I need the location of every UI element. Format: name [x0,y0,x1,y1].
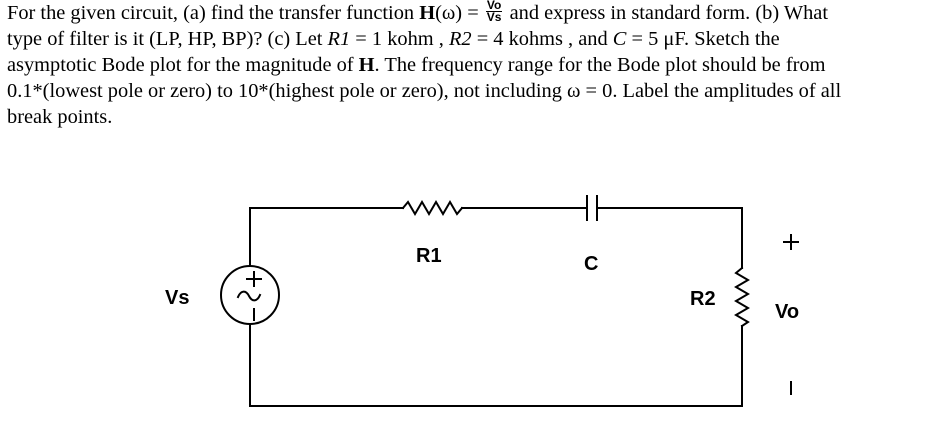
problem-text: . The frequency range for the Bode plot … [374,54,826,76]
ac-wave-icon [236,290,262,302]
r2-label: R2 [690,288,716,310]
problem-line-3: asymptotic Bode plot for the magnitude o… [7,52,932,78]
problem-text: and express in standard form. (b) What [504,2,828,24]
transfer-function-symbol: H [419,2,436,24]
problem-text: asymptotic Bode plot for the magnitude o… [7,54,359,76]
problem-text: (ω) = [435,2,484,24]
fraction-numerator: Vo [485,0,503,12]
vo-label: Vo [775,301,799,323]
c-label: C [584,253,598,275]
problem-line-5: break points. [7,106,113,128]
problem-text: For the given circuit, (a) find the tran… [7,2,420,24]
vs-label: Vs [165,287,189,309]
r1-resistor-symbol [401,200,464,216]
fraction-denominator: Vs [486,9,502,24]
r2-resistor-symbol [734,266,750,328]
r2-symbol: R2 [448,28,472,50]
problem-line-4: 0.1*(lowest pole or zero) to 10*(highest… [7,80,842,102]
c-symbol: C [612,28,627,50]
problem-line-2: type of filter is it (LP, HP, BP)? (c) L… [7,26,932,52]
transfer-function-symbol: H [358,54,375,76]
problem-text: = 5 μF. Sketch the [626,28,780,50]
problem-line-1: For the given circuit, (a) find the tran… [7,0,932,26]
voltage-source-symbol [220,265,280,325]
problem-statement: For the given circuit, (a) find the tran… [7,0,932,130]
r1-symbol: R1 [327,28,351,50]
problem-text: = 4 kohms , and [471,28,613,50]
r1-label: R1 [416,245,442,267]
problem-text: = 1 kohm , [350,28,449,50]
problem-text: type of filter is it (LP, HP, BP)? (c) L… [7,28,328,50]
